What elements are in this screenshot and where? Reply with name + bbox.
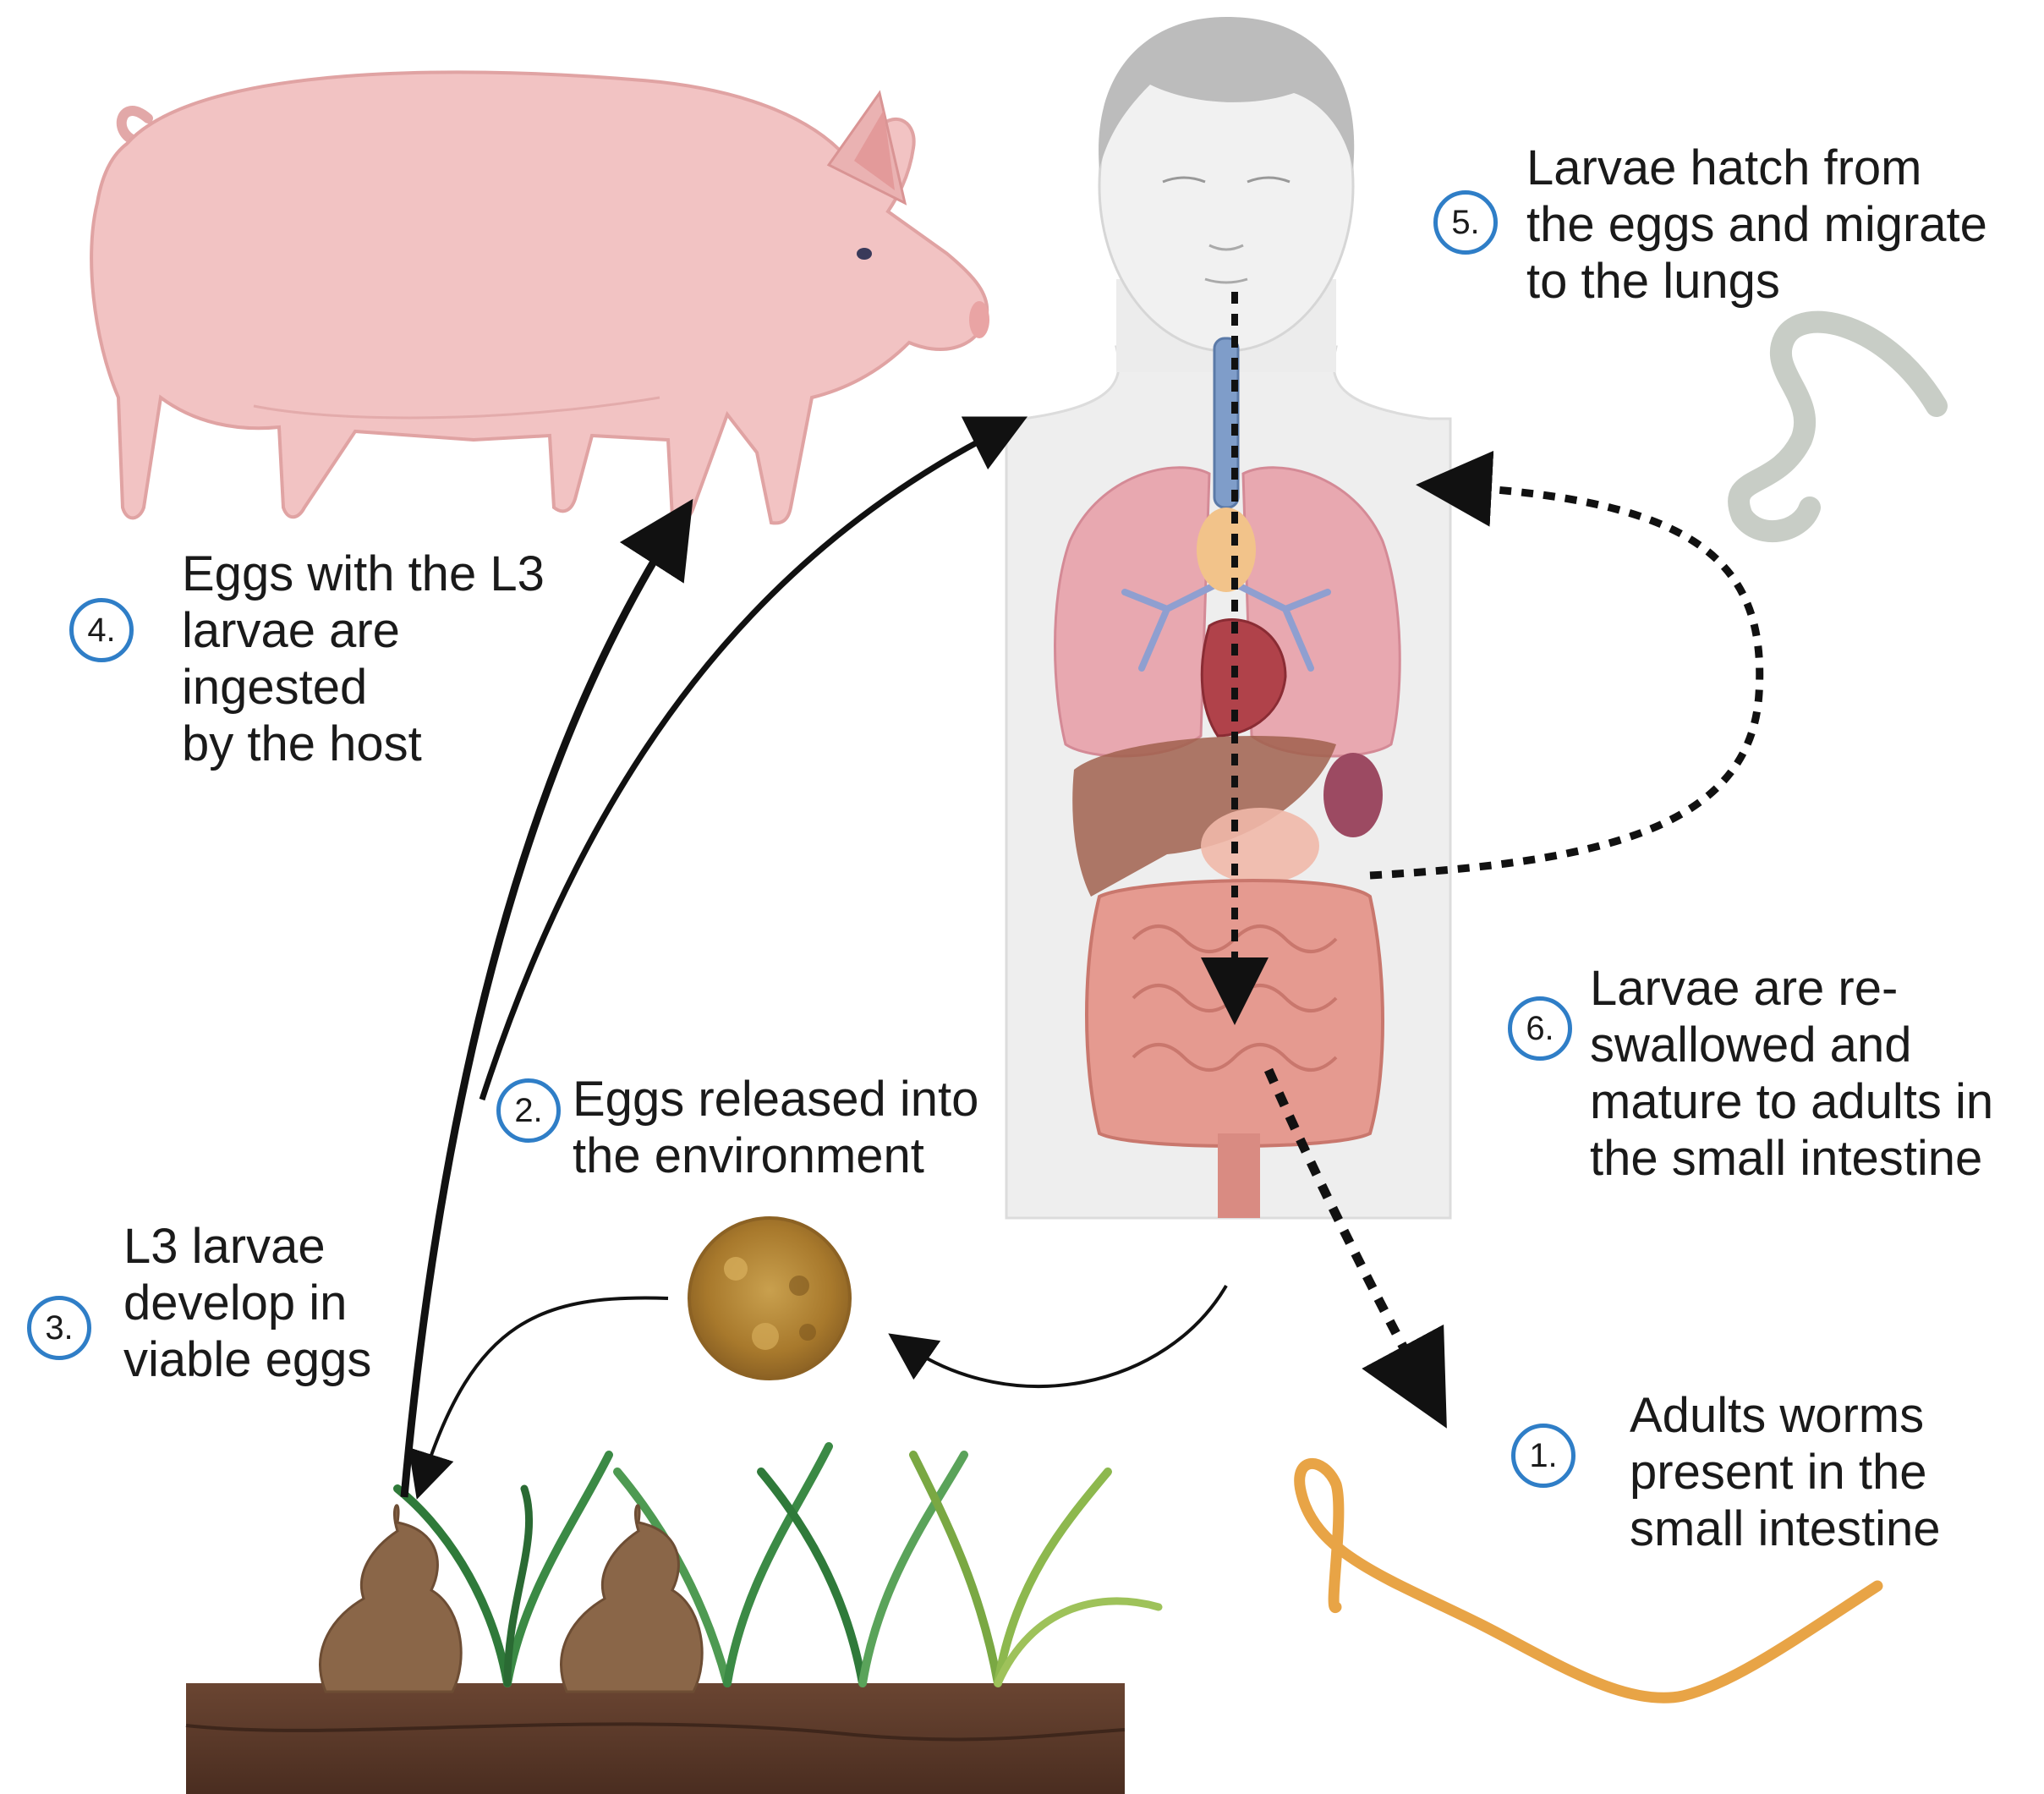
step-1-text: Adults worms present in the small intest…: [1630, 1387, 1940, 1557]
soil-icon: [186, 1683, 1125, 1794]
step-6-badge: 6.: [1508, 996, 1572, 1061]
step-6-text: Larvae are re- swallowed and mature to a…: [1590, 960, 1993, 1187]
step-3-text: L3 larvae develop in viable eggs: [123, 1218, 371, 1388]
step-2-badge: 2.: [496, 1078, 561, 1143]
arrow-egg-to-soil: [423, 1298, 668, 1480]
grass-icon: [397, 1446, 1159, 1683]
step-3-badge: 3.: [27, 1296, 91, 1360]
step-5-badge: 5.: [1433, 190, 1498, 255]
pig-icon: [91, 72, 989, 523]
step-2-text: Eggs released into the environment: [573, 1071, 978, 1184]
arrow-human-to-egg: [905, 1286, 1226, 1386]
step-4-text: Eggs with the L3 larvae are ingested by …: [182, 546, 545, 772]
step-5-text: Larvae hatch from the eggs and migrate t…: [1526, 140, 1987, 310]
larva-icon: [1739, 322, 1937, 531]
step-1-badge: 1.: [1511, 1424, 1575, 1488]
egg-icon: [689, 1218, 850, 1379]
step-4-badge: 4.: [69, 598, 134, 662]
